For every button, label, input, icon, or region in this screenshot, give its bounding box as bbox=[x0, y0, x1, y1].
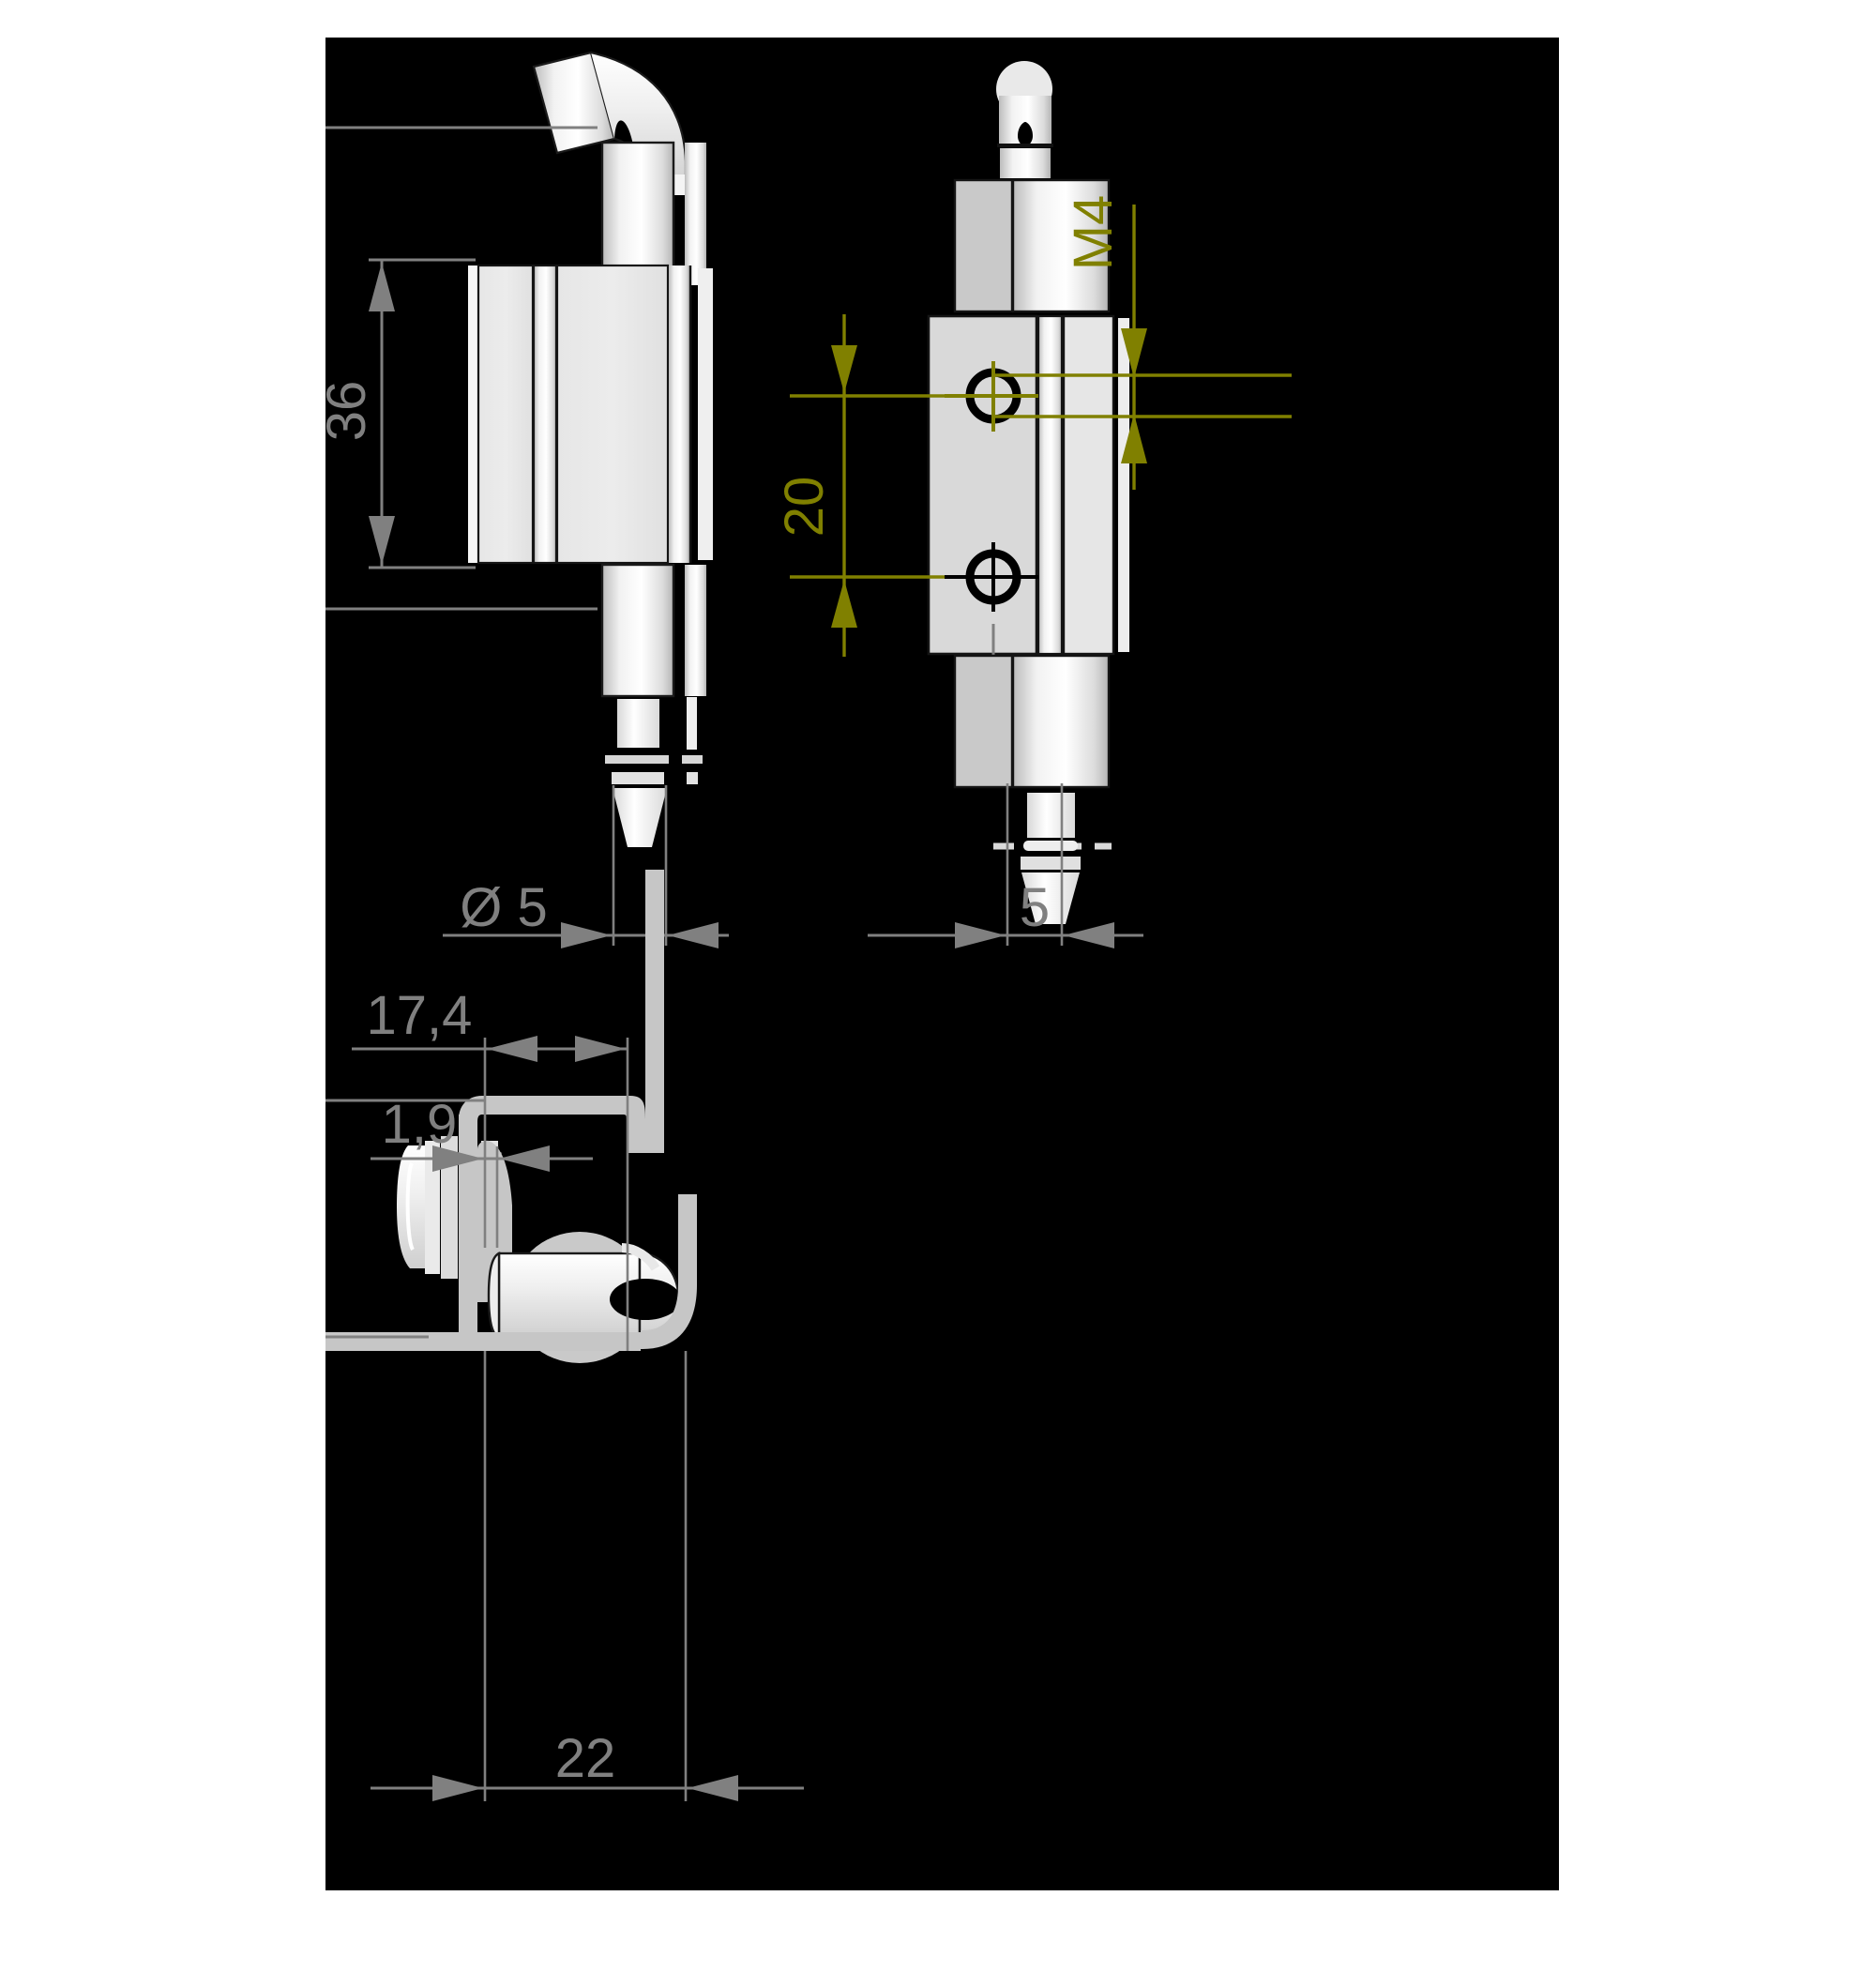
dim-19-arrow-right bbox=[499, 1145, 550, 1172]
front-upper-barrel-left bbox=[953, 178, 1014, 313]
tip-collar-back bbox=[687, 697, 697, 750]
tip-washer-1b bbox=[682, 755, 703, 764]
body-face-4 bbox=[669, 265, 689, 563]
dim-174: 17,4 bbox=[352, 985, 629, 1351]
body-face-0 bbox=[468, 265, 477, 563]
dim-22-arrow-left bbox=[432, 1775, 483, 1801]
side-view: 60 36 Ø 5 bbox=[325, 51, 729, 948]
body-back-sliver bbox=[698, 268, 713, 560]
dim-19-arrow-left bbox=[432, 1145, 483, 1172]
front-tip-washer-2 bbox=[1021, 857, 1081, 870]
dim-19: 1,9 bbox=[371, 1094, 593, 1248]
front-lower-barrel-left bbox=[953, 654, 1014, 789]
connector-keyway bbox=[1018, 122, 1033, 147]
bracket-top-arm bbox=[459, 1096, 645, 1153]
dim-36-arrow-top bbox=[369, 263, 395, 311]
dim-5-arrow-left bbox=[955, 922, 1006, 948]
dim-dia5-arrow-left bbox=[561, 922, 612, 948]
body-face-3 bbox=[555, 264, 670, 565]
fastener-washer-a bbox=[425, 1141, 440, 1274]
dim-20: 20 bbox=[774, 314, 945, 657]
dim-M4: M4 bbox=[993, 195, 1292, 490]
body-face-1 bbox=[477, 264, 535, 565]
dim-20-label: 20 bbox=[774, 477, 835, 538]
fastener-highlight bbox=[405, 1162, 415, 1251]
front-lower-barrel-right bbox=[1011, 654, 1111, 789]
sensor-nose-highlight bbox=[621, 1243, 660, 1271]
front-upper-barrel-right bbox=[1011, 178, 1111, 313]
sensor-cylinder-endcap bbox=[487, 1251, 501, 1340]
front-body-rib bbox=[1036, 314, 1064, 656]
dim-dia5-arrow-right bbox=[668, 922, 719, 948]
side-lower-barrel-back bbox=[685, 565, 706, 696]
side-upper-barrel bbox=[600, 141, 675, 287]
side-sensing-tip bbox=[605, 697, 703, 847]
side-lower-barrel bbox=[600, 563, 675, 698]
dim-dia5-label: Ø 5 bbox=[460, 877, 548, 938]
dim-5-arrow-right bbox=[1064, 922, 1114, 948]
dim-M4-arrow-top bbox=[1121, 328, 1147, 378]
front-tip-washer-1 bbox=[1023, 841, 1078, 851]
front-body-sliver bbox=[1118, 318, 1129, 652]
tip-cone bbox=[613, 788, 667, 847]
dim-60: 60 bbox=[325, 126, 598, 611]
bracket-view: 17,4 1,9 17 22 bbox=[325, 870, 804, 1801]
dim-174-arrow-right bbox=[575, 1036, 626, 1062]
front-body-right bbox=[1062, 314, 1115, 656]
sensor-bore-hole bbox=[610, 1279, 681, 1320]
dim-5-label: 5 bbox=[1020, 877, 1050, 938]
dim-22-label: 22 bbox=[555, 1728, 616, 1789]
bracket-u-right bbox=[641, 1194, 697, 1349]
bracket-vertical-short bbox=[459, 1115, 477, 1332]
dim-36-label: 36 bbox=[325, 381, 377, 442]
dim-17: 17 bbox=[325, 1099, 485, 1339]
side-main-body bbox=[468, 264, 713, 565]
dim-5: 5 bbox=[868, 783, 1143, 948]
bracket-right-leg bbox=[645, 870, 664, 1153]
connector-base bbox=[1000, 148, 1051, 178]
dim-19-label: 1,9 bbox=[382, 1094, 458, 1155]
dim-174-label: 17,4 bbox=[367, 985, 473, 1046]
tip-washer-2b bbox=[687, 772, 698, 784]
dim-20-arrow-bot bbox=[831, 580, 857, 628]
front-main-body bbox=[927, 314, 1129, 694]
bracket-base-plate bbox=[325, 1332, 641, 1351]
tip-collar bbox=[617, 699, 659, 748]
dim-22: 22 bbox=[371, 1351, 804, 1801]
front-sensing-tip bbox=[993, 793, 1112, 924]
dim-22-arrow-right bbox=[688, 1775, 738, 1801]
dim-M4-arrow-bot bbox=[1121, 414, 1147, 463]
dim-M4-label: M4 bbox=[1063, 195, 1124, 271]
dim-dia5: Ø 5 bbox=[443, 785, 729, 948]
drawing-canvas: 60 36 Ø 5 bbox=[325, 38, 1559, 1890]
body-face-2 bbox=[532, 264, 558, 565]
dim-36-arrow-bot bbox=[369, 516, 395, 565]
dim-174-arrow-left bbox=[487, 1036, 537, 1062]
dim-36: 36 bbox=[325, 258, 476, 569]
front-view: 20 M4 5 bbox=[774, 61, 1292, 948]
tip-washer-2 bbox=[612, 772, 664, 784]
fastener-washer-b bbox=[441, 1136, 458, 1279]
dim-20-arrow-top bbox=[831, 345, 857, 393]
fastener-head bbox=[397, 1145, 431, 1268]
tip-washer-1 bbox=[605, 755, 669, 764]
front-body-left bbox=[927, 314, 1038, 656]
front-tip-cone bbox=[1021, 872, 1080, 924]
front-connector bbox=[996, 61, 1053, 178]
front-tip-collar bbox=[1027, 793, 1075, 838]
side-upper-barrel-back bbox=[685, 143, 706, 285]
mount-hole-lower bbox=[945, 542, 1038, 612]
mount-hole-upper bbox=[945, 361, 1038, 432]
